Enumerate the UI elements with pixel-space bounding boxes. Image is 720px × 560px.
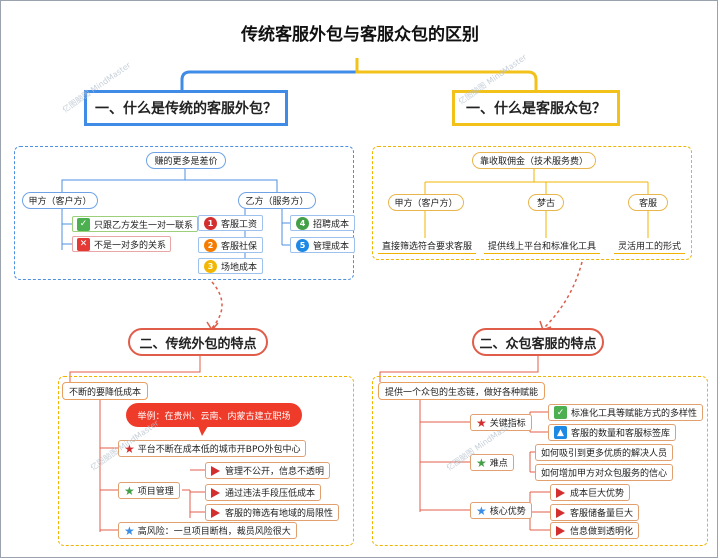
right-top-node: 靠收取佣金（技术服务费） <box>472 152 596 169</box>
right-lower-frame <box>372 376 708 546</box>
right-branch-3-item: 灵活用工的形式 <box>614 238 686 254</box>
left-branch-2: ★项目管理 <box>118 482 180 499</box>
right-root-node: 提供一个众包的生态链，做好各种赋能 <box>378 382 546 400</box>
left-lower-lines <box>69 356 205 532</box>
difficulty-item-1: 如何吸引到更多优质的解决人员 <box>535 444 674 461</box>
right-branch-1-item: 直接筛选符合要求客服 <box>378 238 477 254</box>
person-icon: ▲ <box>554 426 567 439</box>
star-icon: ★ <box>476 415 487 430</box>
number-5-icon: 5 <box>296 238 309 252</box>
arrow-left <box>211 281 223 329</box>
number-1-icon: 1 <box>204 216 217 230</box>
key-metric-node: ★关键指标 <box>470 414 532 431</box>
number-2-icon: 2 <box>204 238 217 252</box>
right-branch-3: 客服 <box>628 194 668 211</box>
callout-pointer <box>198 426 208 436</box>
advantage-item-3: 信息做到透明化 <box>550 522 640 539</box>
party-a-item-2: ✕不是一对多的关系 <box>72 236 172 252</box>
flag-icon <box>211 465 220 476</box>
difficulty-node: ★难点 <box>470 454 514 471</box>
star-icon: ★ <box>476 503 487 518</box>
right-branch-2-item: 提供线上平台和标准化工具 <box>484 238 601 254</box>
party-a-item-1: ✓只跟乙方发生一对一联系 <box>72 216 199 232</box>
right-branch-2: 梦古 <box>528 194 564 211</box>
check-icon: ✓ <box>77 217 90 231</box>
advantage-item-2: 客服储备量巨大 <box>550 504 640 521</box>
key-metric-item-1: ✓标准化工具等赋能方式的多样性 <box>548 404 704 421</box>
right-branch-1: 甲方（客户方） <box>388 194 464 211</box>
key-metric-item-2: ▲客服的数量和客服标签库 <box>548 424 677 441</box>
left-heading: 一、什么是传统的客服外包？ <box>84 90 288 126</box>
flag-icon <box>556 487 565 498</box>
cross-icon: ✕ <box>77 237 90 251</box>
flag-icon <box>556 525 565 536</box>
right-heading: 一、什么是客服众包？ <box>452 90 620 126</box>
project-item-1: 管理不公开，信息不透明 <box>205 462 331 479</box>
left-branch-3: ★高风险：一旦项目断档，裁员风险很大 <box>118 522 297 539</box>
star-icon: ★ <box>124 523 135 538</box>
flag-icon <box>211 487 220 498</box>
left-section-heading: 二、传统外包的特点 <box>128 328 268 356</box>
right-section-heading: 二、众包客服的特点 <box>472 328 604 356</box>
flag-icon <box>556 507 565 518</box>
party-a-node: 甲方（客户方） <box>22 192 98 209</box>
left-group-frame <box>14 146 354 280</box>
difficulty-item-2: 如何增加甲方对众包服务的信心 <box>535 464 674 481</box>
right-group-frame <box>372 146 692 260</box>
left-root-node: 不断的要降低成本 <box>62 382 149 400</box>
left-lower-frame <box>58 376 354 546</box>
number-3-icon: 3 <box>204 259 217 273</box>
check-icon: ✓ <box>554 406 567 419</box>
star-icon: ★ <box>476 455 487 470</box>
number-4-icon: 4 <box>296 216 309 230</box>
trunk-blue <box>180 58 359 90</box>
arrow-right <box>543 261 583 329</box>
example-callout: 举例：在贵州、云南、内蒙古建立职场 <box>126 403 302 427</box>
star-icon: ★ <box>124 441 135 456</box>
core-advantage-node: ★核心优势 <box>470 502 532 519</box>
right-tree-lines <box>424 168 649 238</box>
left-top-node: 赚的更多是差价 <box>146 152 226 169</box>
star-icon: ★ <box>124 483 135 498</box>
trunk-yellow <box>355 58 538 90</box>
page-title: 传统客服外包与客服众包的区别 <box>241 25 479 45</box>
flag-icon <box>211 507 220 518</box>
advantage-item-1: 成本巨大优势 <box>550 484 631 501</box>
project-item-3: 客服的筛选有地域的局限性 <box>205 504 340 521</box>
project-item-2: 通过违法手段压低成本 <box>205 484 322 501</box>
left-branch-1: ★平台不断在成本低的城市开BPO外包中心 <box>118 440 307 457</box>
party-b-node: 乙方（服务方） <box>238 192 316 209</box>
